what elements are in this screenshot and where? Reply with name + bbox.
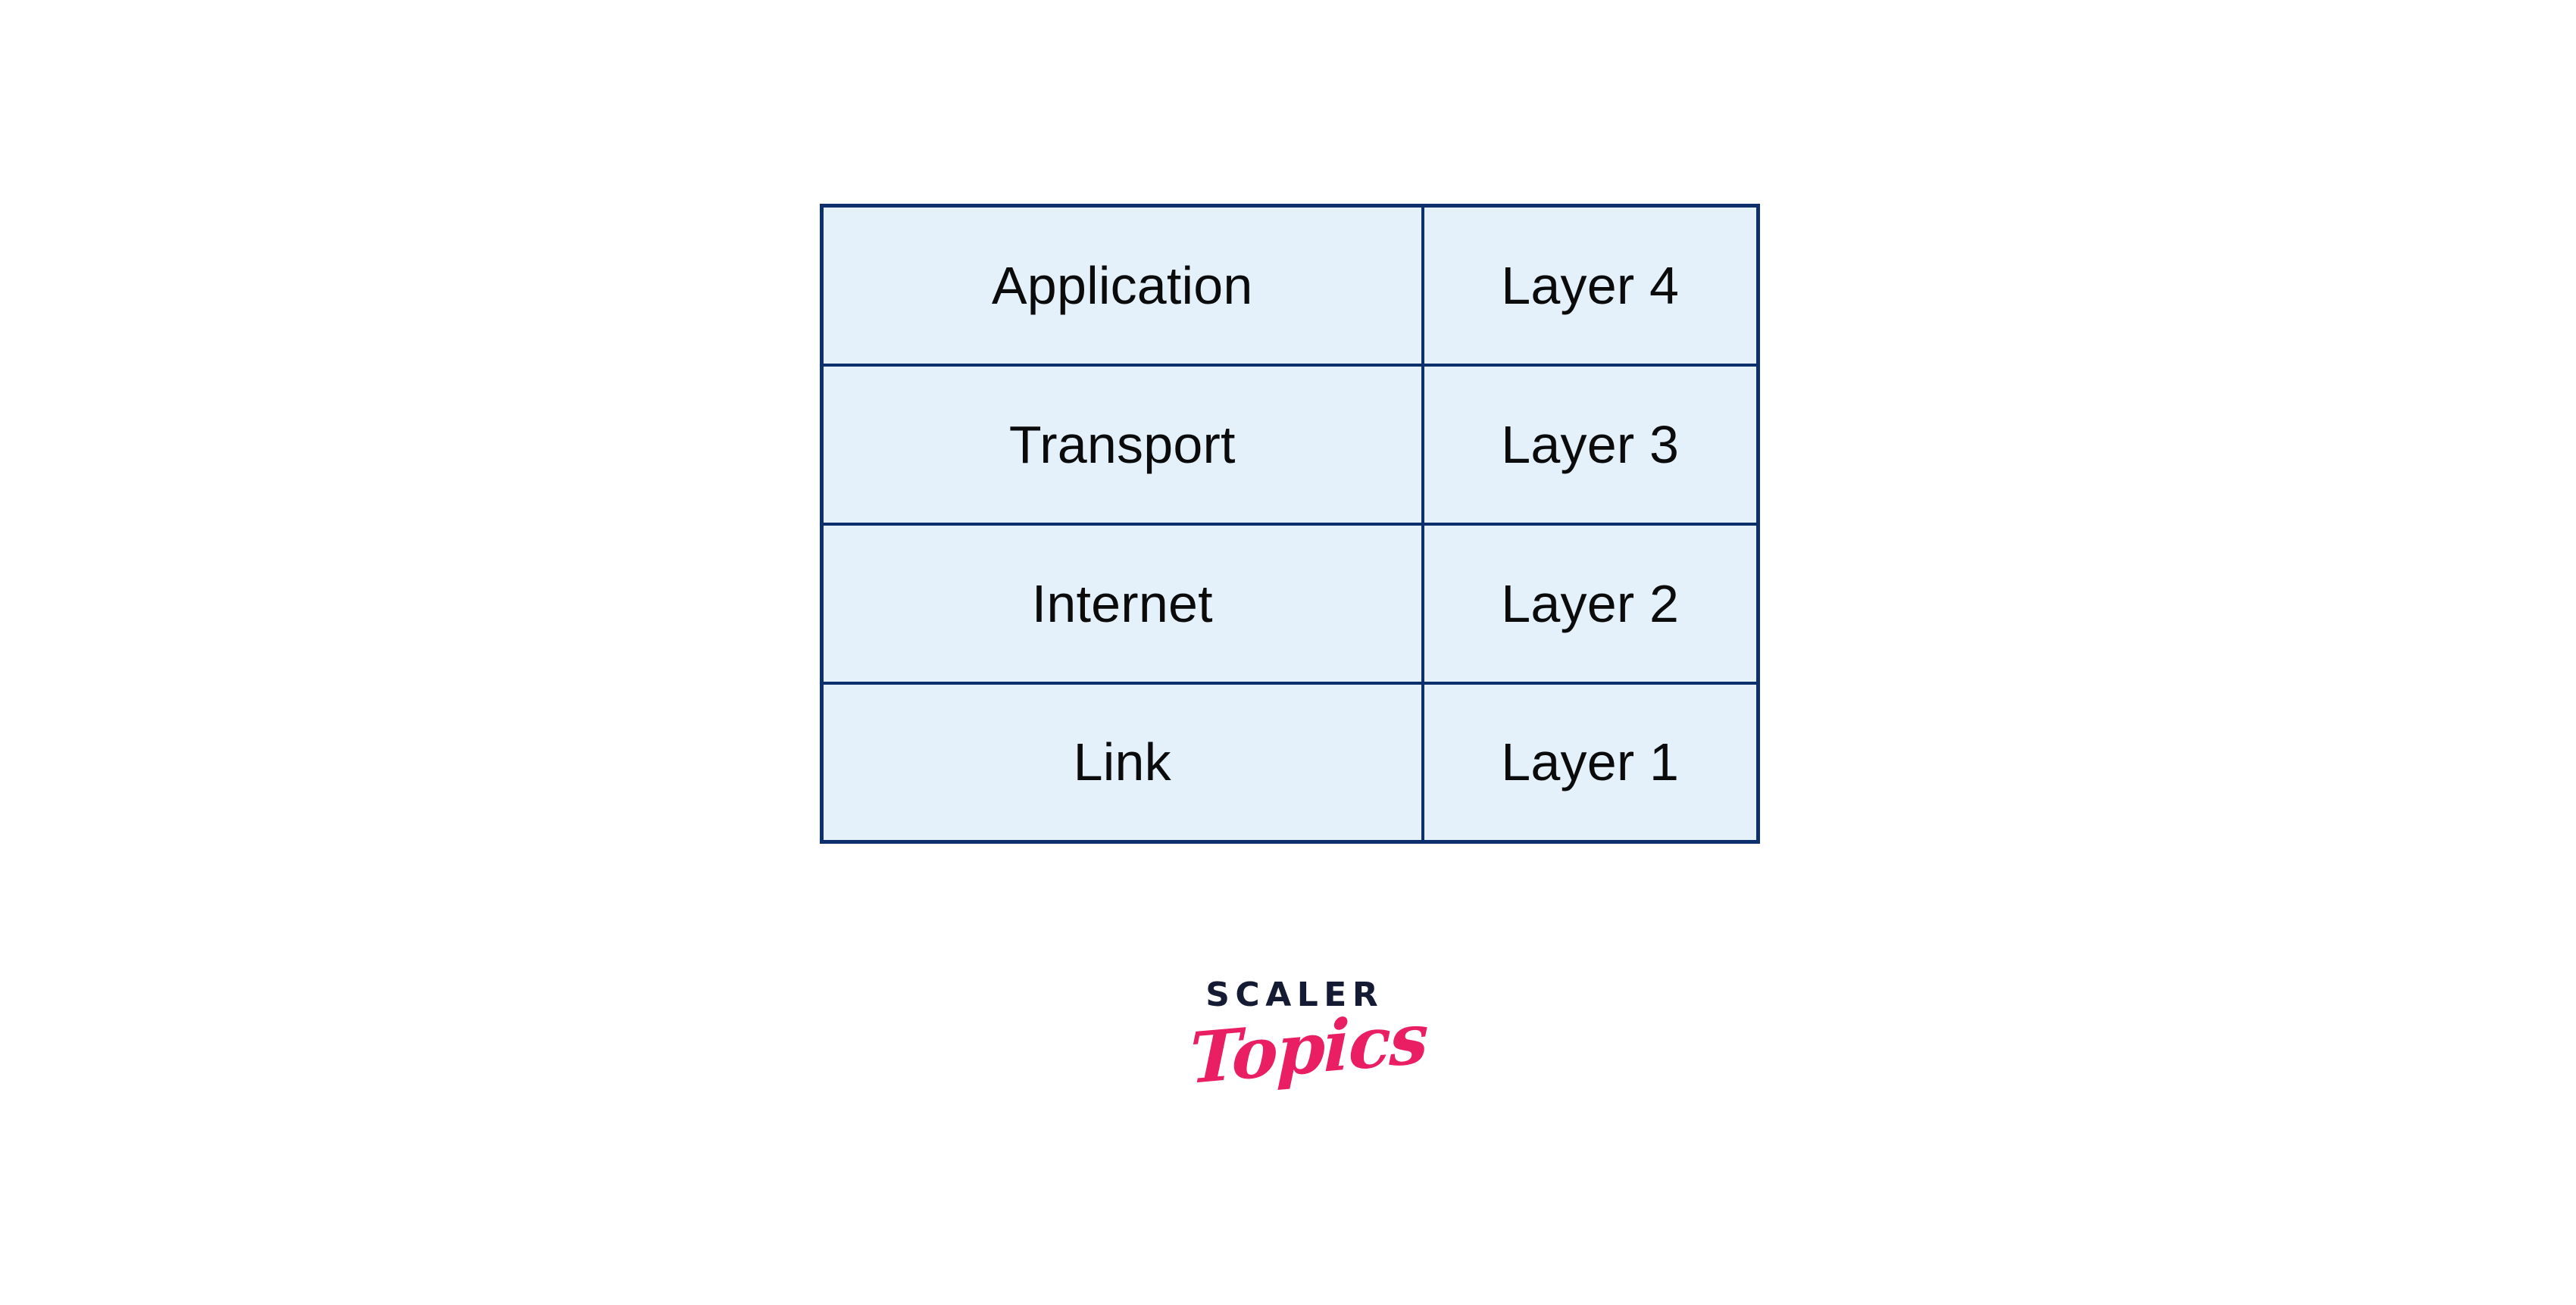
- layer-number-cell: Layer 2: [1421, 522, 1758, 685]
- layer-name-cell: Internet: [821, 522, 1424, 685]
- layer-name-cell: Transport: [821, 363, 1424, 526]
- table-row: Link Layer 1: [821, 681, 1758, 842]
- tcpip-layers-table: Application Layer 4 Transport Layer 3 In…: [820, 204, 1760, 844]
- layer-number-cell: Layer 3: [1421, 363, 1758, 526]
- layer-name-cell: Link: [821, 681, 1424, 842]
- layer-name-cell: Application: [821, 205, 1424, 367]
- logo-wordmark-scaler: SCALER: [1205, 976, 1384, 1014]
- table-row: Application Layer 4: [821, 205, 1758, 367]
- table-body: Application Layer 4 Transport Layer 3 In…: [821, 205, 1758, 842]
- layer-number-cell: Layer 4: [1421, 205, 1758, 367]
- table-row: Internet Layer 2: [821, 522, 1758, 685]
- logo-script-topics: Topics: [1189, 997, 1428, 1101]
- scaler-topics-logo: SCALER Topics: [1189, 976, 1427, 1101]
- layer-number-cell: Layer 1: [1421, 681, 1758, 842]
- table-row: Transport Layer 3: [821, 363, 1758, 526]
